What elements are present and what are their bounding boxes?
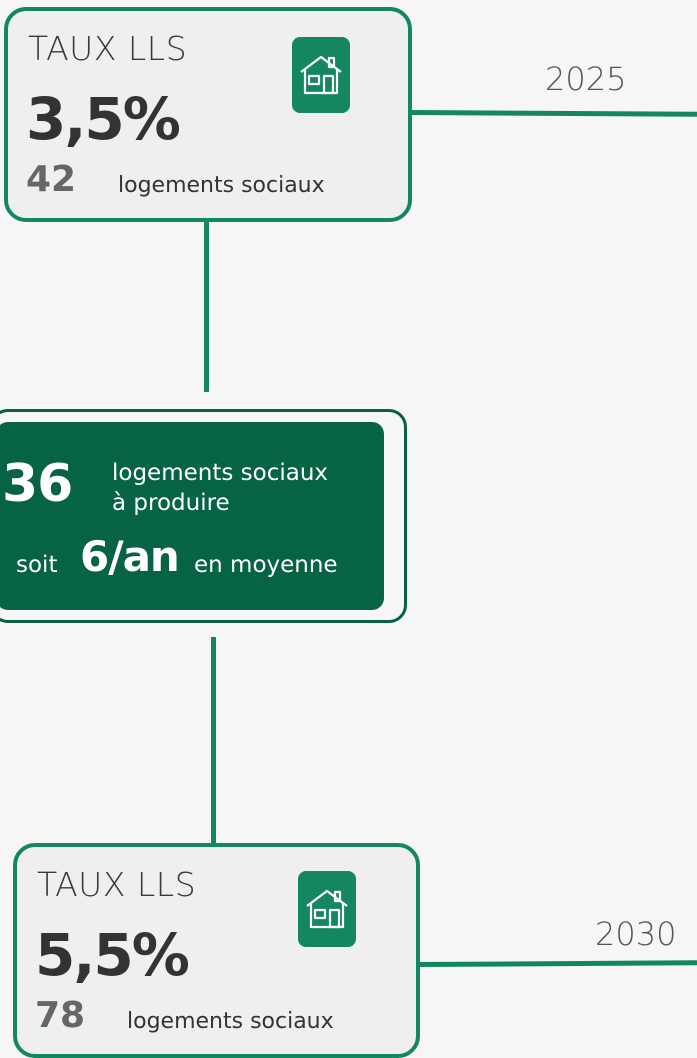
production-text-line2: à produire [112,490,230,516]
housing-count: 78 [35,995,86,1036]
rate-label: TAUX LLS [37,865,197,904]
production-text-line1: logements sociaux [112,460,329,486]
production-card-inner: 36 logements sociaux à produire soit 6/a… [0,422,384,610]
bottom-rate-card: TAUX LLS 5,5% 78 logements sociaux [13,843,420,1058]
year-label-2025: 2025 [545,60,627,98]
housing-unit: logements sociaux [127,1009,334,1034]
connector-line-top-right [409,110,697,117]
production-total: 36 [2,454,73,514]
housing-count: 42 [26,159,77,200]
connector-line-top-vertical [204,222,209,392]
connector-line-bottom-vertical [211,637,216,847]
rate-label: TAUX LLS [28,29,188,68]
soit-label: soit [16,552,58,578]
average-label: en moyenne [194,552,338,578]
rate-value: 3,5% [26,85,181,153]
housing-unit: logements sociaux [118,173,325,198]
house-icon [292,37,350,113]
top-rate-card: TAUX LLS 3,5% 42 logements sociaux [4,7,412,222]
connector-line-bottom-right [417,960,697,967]
yearly-rate: 6/an [80,532,180,581]
year-label-2030: 2030 [595,915,677,953]
rate-value: 5,5% [35,921,190,989]
production-card: 36 logements sociaux à produire soit 6/a… [0,409,407,623]
house-icon [298,871,356,947]
